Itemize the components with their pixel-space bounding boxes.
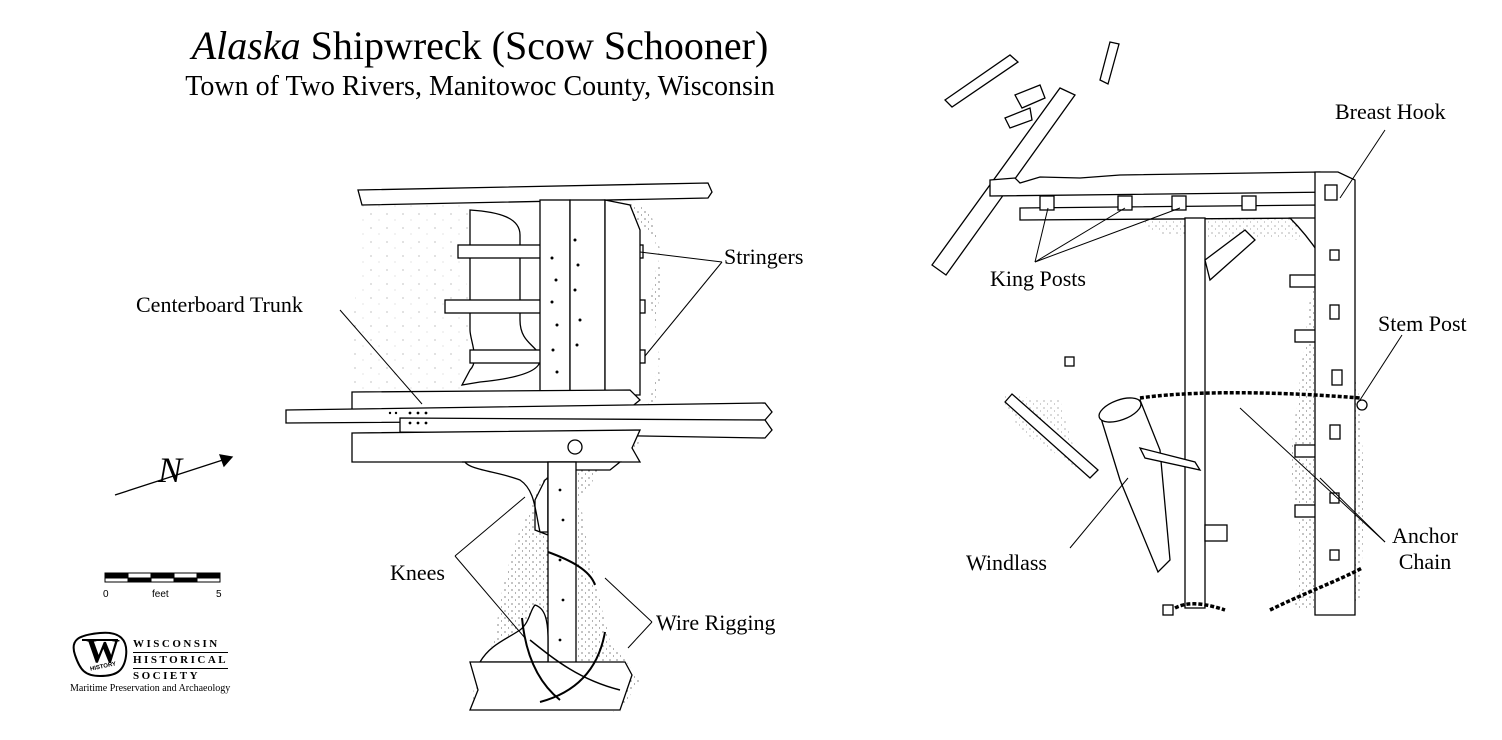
stem-post [1314,171,1356,616]
right-leader-lines [1034,129,1403,549]
bow-keelson [1184,217,1206,609]
debris-plank-1 [943,54,1020,108]
label-wire-rigging: Wire Rigging [656,610,776,635]
debris-plank-3 [1004,393,1099,479]
whs-badge-letter: W [86,633,120,670]
whs-dept-text: Maritime Preservation and Archaeology [70,683,231,694]
whs-line2: HISTORICAL [133,652,229,666]
whs-logo-icon [72,631,128,678]
debris-plank-2 [1099,41,1120,85]
label-stringers: Stringers [724,244,804,269]
north-letter: N [158,450,183,490]
anchor-chain [1139,390,1363,612]
left-leader-lines [339,251,723,649]
label-windlass: Windlass [966,550,1047,575]
top-plank [357,182,713,206]
whs-line1: WISCONSIN [133,638,220,650]
sediment-stipple-left [470,200,662,712]
keelson-side [569,199,606,396]
north-arrow-icon [114,454,234,496]
wire-rigging-curve [547,551,596,586]
label-anchor-line1: Anchor [1392,523,1458,548]
whs-line3: SOCIETY [133,668,229,684]
bottom-plank [469,661,633,711]
label-anchor-line2: Chain [1398,549,1452,574]
label-knees: Knees [390,560,445,585]
whs-department: Maritime Preservation and Archaeology [70,683,230,694]
centerboard-plank-1 [351,389,641,411]
scale-unit: feet [152,589,169,600]
scale-bar [104,572,221,583]
keelson-lower [547,461,577,668]
label-breast-hook: Breast Hook [1335,99,1446,124]
label-king-posts: King Posts [990,266,1086,291]
left-wreck-section [285,182,773,712]
page-subtitle: Town of Two Rivers, Manitowoc County, Wi… [185,71,775,102]
title-italic: Alaska [191,23,301,68]
king-post-2 [1117,195,1133,211]
scale-max: 5 [216,589,222,600]
page-title: Alaska Shipwreck (Scow Schooner) [95,22,865,70]
title-rest: Shipwreck (Scow Schooner) [300,23,769,68]
scale-min: 0 [103,589,109,600]
king-post-4 [1241,195,1257,211]
king-post-1 [1039,195,1055,211]
whs-wordmark: WISCONSIN HISTORICAL SOCIETY [133,637,229,684]
king-post-3 [1171,195,1187,211]
windlass-drum [1099,399,1171,574]
label-anchor-chain: Anchor Chain [1390,523,1460,575]
label-centerboard-trunk: Centerboard Trunk [136,292,303,317]
title-block: Alaska Shipwreck (Scow Schooner) Town of… [95,22,865,104]
centerboard-plank-4 [351,429,642,463]
trunk-ring [567,439,583,455]
keelson-upper [539,199,571,396]
bottom-knee [478,604,549,663]
right-wreck-section [931,41,1368,616]
top-timber-2 [1019,204,1321,221]
label-stem-post: Stem Post [1378,311,1467,336]
top-timber-1 [989,171,1339,197]
